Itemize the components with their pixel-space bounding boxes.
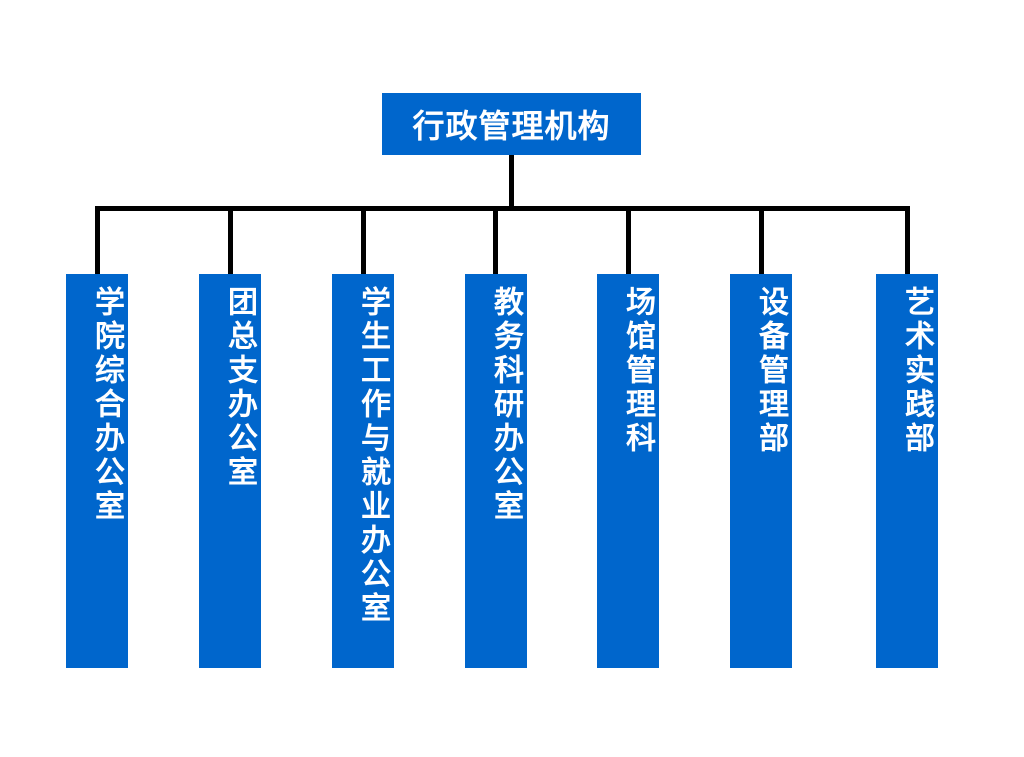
child-node-league-office: 团总支办公室 bbox=[199, 274, 261, 668]
child-connector bbox=[905, 206, 910, 274]
horizontal-connector bbox=[95, 206, 910, 211]
child-node-art-practice: 艺术实践部 bbox=[876, 274, 938, 668]
child-node-venue-management: 场馆管理科 bbox=[597, 274, 659, 668]
child-node-student-affairs-office: 学生工作与就业办公室 bbox=[332, 274, 394, 668]
child-node-equipment-department: 设备管理部 bbox=[730, 274, 792, 668]
child-node-label: 艺术实践部 bbox=[899, 286, 934, 456]
child-connector bbox=[493, 206, 498, 274]
child-node-label: 学生工作与就业办公室 bbox=[355, 286, 390, 626]
child-connector bbox=[759, 206, 764, 274]
child-node-label: 学院综合办公室 bbox=[89, 286, 124, 524]
root-node-label: 行政管理机构 bbox=[412, 107, 611, 145]
child-node-academic-office: 教务科研办公室 bbox=[465, 274, 527, 668]
child-connector bbox=[626, 206, 631, 274]
child-node-label: 教务科研办公室 bbox=[488, 286, 523, 524]
child-connector bbox=[361, 206, 366, 274]
child-node-label: 设备管理部 bbox=[753, 286, 788, 456]
child-node-general-office: 学院综合办公室 bbox=[66, 274, 128, 668]
root-node: 行政管理机构 bbox=[382, 93, 641, 155]
child-node-label: 团总支办公室 bbox=[222, 286, 257, 490]
child-connector bbox=[95, 206, 100, 274]
child-connector bbox=[228, 206, 233, 274]
child-node-label: 场馆管理科 bbox=[620, 286, 655, 456]
root-connector bbox=[509, 155, 514, 209]
